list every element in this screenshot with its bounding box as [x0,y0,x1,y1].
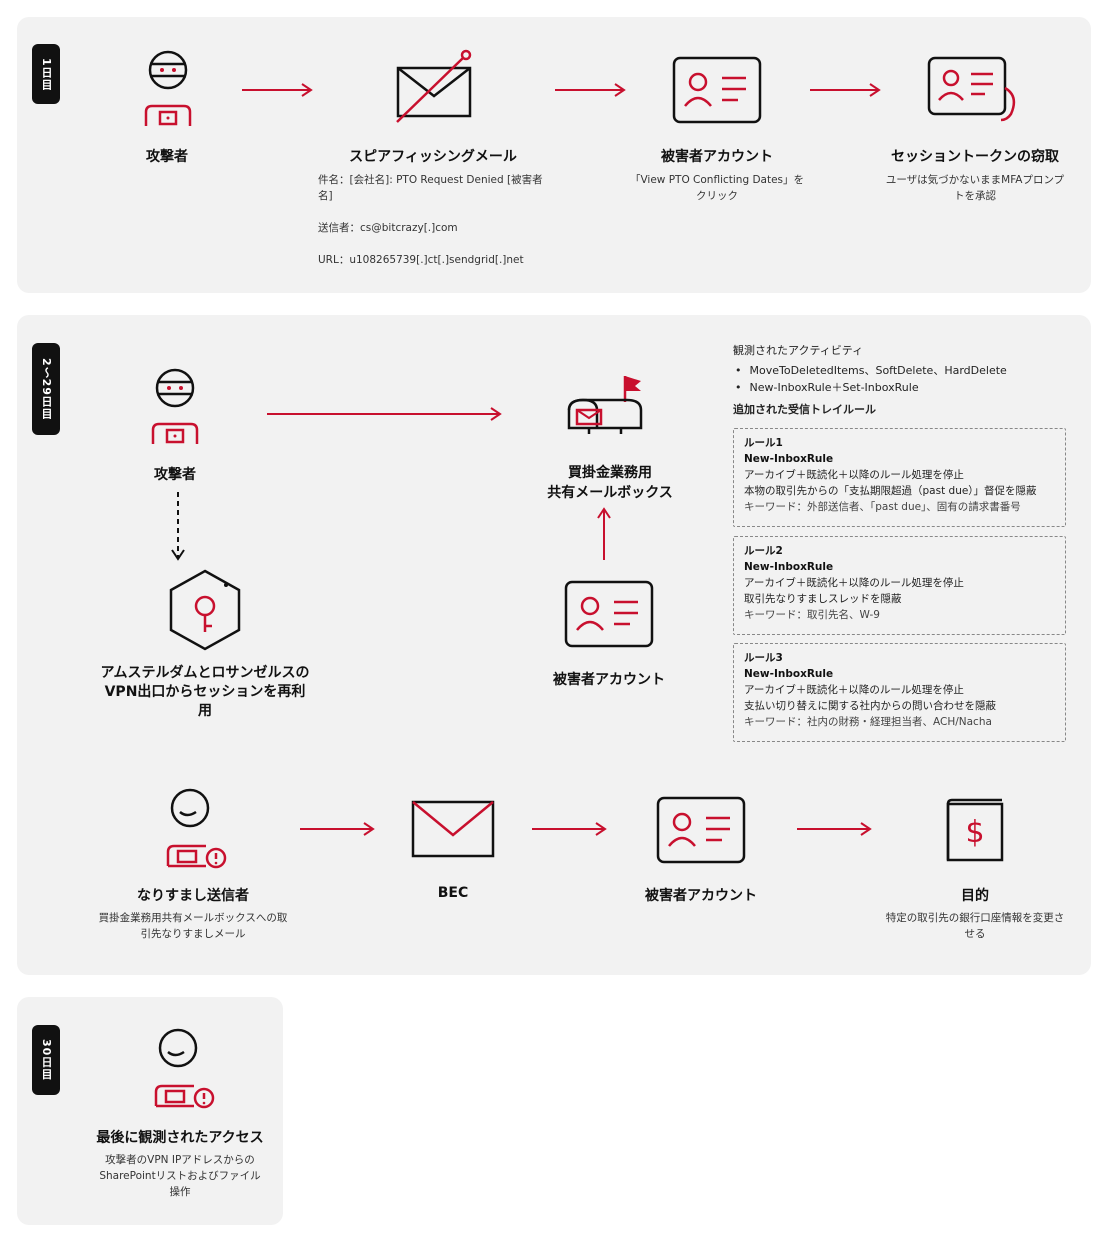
account-card-icon [672,56,762,124]
account-card-icon [656,796,746,864]
rule-keywords: キーワード：社内の財務・経理担当者、ACH/Nacha [744,716,992,728]
attacker-icon [144,50,192,126]
last-access-title: 最後に観測されたアクセス [96,1130,264,1146]
phishing-mail-icon [396,49,472,123]
rule-action: アーカイブ＋既読化＋以降のルール処理を停止 [744,577,964,589]
spear-phishing-subject: 件名：[会社名]: PTO Request Denied [被害者名] [318,174,543,202]
arrow-right [300,822,375,836]
rule-keywords: キーワード：取引先名、W-9 [744,609,880,621]
activity-item: MoveToDeletedItems、SoftDelete、HardDelete [735,362,1073,379]
token-theft-desc: ユーザは気づかないままMFAプロンプトを承認 [885,174,1065,202]
rule-purpose: 本物の取引先からの「支払期限超過（past due）」督促を隠蔽 [744,485,1037,497]
day1-victim-title: 被害者アカウント [661,149,773,165]
last-access-user-icon [154,1028,215,1109]
inbox-rule-card: ルール2 New-InboxRule アーカイブ＋既読化＋以降のルール処理を停止… [733,536,1066,635]
spear-phishing-sender: 送信者：cs@bitcrazy[.]com [318,222,458,234]
attacker-icon [151,368,199,444]
spear-phishing-title: スピアフィッシングメール [349,149,517,165]
day1-victim-desc: 「View PTO Conflicting Dates」をクリック [629,174,805,202]
day2-victim-label: 被害者アカウント [553,672,665,688]
day1-panel [17,17,1091,293]
arrow-right [242,83,313,97]
rules-heading: 追加された受信トレイルール [733,403,876,416]
day2-victim2-label: 被害者アカウント [645,888,757,904]
bec-mail-icon [411,800,495,858]
rule-action: アーカイブ＋既読化＋以降のルール処理を停止 [744,469,964,481]
impersonator-desc: 買掛金業務用共有メールボックスへの取引先なりすましメール [98,912,288,940]
rule-purpose: 取引先なりすましスレッドを隠蔽 [744,593,902,605]
dashed-arrow-down [171,492,185,561]
vpn-reuse-label: アムステルダムとロサンゼルスのVPN出口からセッションを再利用 [100,665,310,719]
rule-type: New-InboxRule [744,453,834,465]
arrow-right [797,822,872,836]
bec-label: BEC [437,885,469,901]
rule-purpose: 支払い切り替えに関する社内からの問い合わせを隠蔽 [744,700,996,712]
shared-mailbox-icon [567,376,643,434]
arrow-up [597,507,611,560]
day2-attacker-label: 攻撃者 [154,467,196,483]
activity-heading: 観測されたアクティビティ [733,344,864,357]
activity-panel: 観測されたアクティビティ MoveToDeletedItems、SoftDele… [733,342,1073,418]
account-card-icon [564,580,654,648]
spear-phishing-url: URL：u108265739[.]ct[.]sendgrid[.]net [318,254,524,266]
inbox-rule-card: ルール3 New-InboxRule アーカイブ＋既読化＋以降のルール処理を停止… [733,643,1066,742]
rule-type: New-InboxRule [744,561,834,573]
vpn-location-icon [169,569,241,651]
activity-item: New-InboxRule＋Set-InboxRule [735,379,1073,396]
arrow-right [810,83,881,97]
arrow-right [267,407,502,421]
shared-mailbox-label-line2: 共有メールボックス [547,485,673,501]
day1-attacker-label: 攻撃者 [146,149,188,165]
svg-text:$: $ [965,815,984,850]
impersonator-icon [166,788,227,869]
stolen-token-icon [927,56,1016,122]
rule-type: New-InboxRule [744,668,834,680]
rule-name: ルール2 [744,545,783,557]
goal-title: 目的 [961,888,989,904]
rule-name: ルール1 [744,437,783,449]
token-theft-title: セッショントークンの窃取 [891,149,1059,165]
activity-list: MoveToDeletedItems、SoftDelete、HardDelete… [733,362,1073,396]
arrow-right [532,822,607,836]
rule-action: アーカイブ＋既読化＋以降のルール処理を停止 [744,684,964,696]
arrow-right [555,83,626,97]
inbox-rule-card: ルール1 New-InboxRule アーカイブ＋既読化＋以降のルール処理を停止… [733,428,1066,527]
goal-desc: 特定の取引先の銀行口座情報を変更させる [885,912,1065,940]
dollar-document-icon: $ [946,798,1004,862]
day30-panel [17,997,283,1225]
rule-name: ルール3 [744,652,783,664]
day1-tag: 1日目 [32,44,60,104]
rule-keywords: キーワード：外部送信者、「past due」、固有の請求書番号 [744,501,1021,513]
day2-tag: 2～29日目 [32,343,60,435]
shared-mailbox-label-line1: 買掛金業務用 [568,465,652,481]
impersonator-title: なりすまし送信者 [137,888,249,904]
last-access-desc: 攻撃者のVPN IPアドレスからのSharePointリストおよびファイル操作 [99,1154,261,1198]
day30-tag: 30日目 [32,1025,60,1095]
